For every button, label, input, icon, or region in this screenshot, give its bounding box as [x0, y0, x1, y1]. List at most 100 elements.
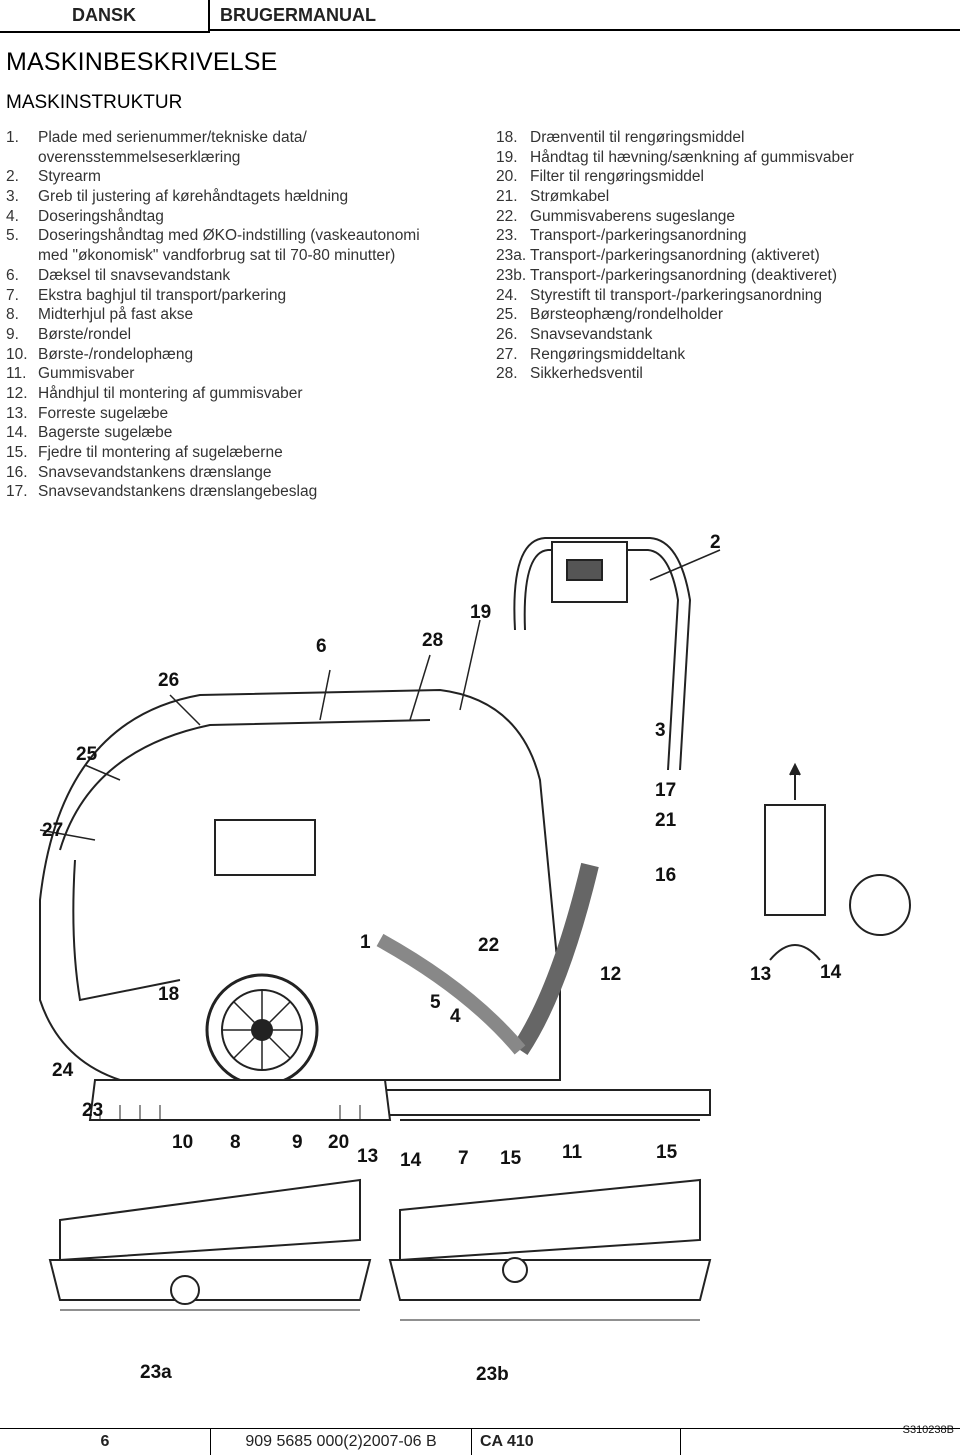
label-11: 11: [562, 1142, 583, 1163]
label-9: 9: [292, 1132, 303, 1153]
model-name: CA 410: [472, 1429, 681, 1455]
part-item: 15.Fjedre til montering af sugelæberne: [6, 443, 420, 463]
part-item: 1. Plade med serienummer/tekniske data/: [6, 128, 420, 148]
part-text: Håndhjul til montering af gummisvaber: [38, 384, 303, 402]
part-text: med "økonomisk" vandforbrug sat til 70-8…: [38, 247, 396, 265]
part-number: 22.: [496, 207, 518, 225]
part-item: 23. Transport-/parkeringsanordning: [496, 226, 854, 246]
part-item: 18.Drænventil til rengøringsmiddel: [496, 128, 854, 148]
section-title: MASKINSTRUKTUR: [6, 92, 183, 113]
part-item: 8. Midterhjul på fast akse: [6, 305, 420, 325]
part-number: 5.: [6, 227, 19, 245]
label-15-right: 15: [656, 1142, 678, 1163]
part-item: 22. Gummisvaberens sugeslange: [496, 207, 854, 227]
part-number: 23a.: [496, 247, 527, 265]
label-23: 23: [82, 1100, 104, 1121]
part-text: Transport-/parkeringsanordning: [530, 227, 747, 245]
part-text: overensstemmelseserklæring: [38, 148, 241, 166]
part-number: 8.: [6, 306, 19, 324]
label-14-detail: 14: [820, 962, 842, 983]
part-text: Styrestift til transport-/parkeringsanor…: [530, 286, 823, 304]
label-21: 21: [655, 810, 677, 831]
label-27: 27: [42, 820, 64, 841]
part-item: 23a.Transport-/parkeringsanordning (akti…: [496, 246, 854, 266]
part-text: Plade med serienummer/tekniske data/: [38, 129, 307, 146]
page-footer: 6 909 5685 000(2)2007-06 B CA 410: [0, 1428, 960, 1455]
part-number: 7.: [6, 286, 19, 304]
label-1: 1: [360, 932, 371, 953]
label-18: 18: [158, 984, 180, 1005]
part-item: med "økonomisk" vandforbrug sat til 70-8…: [6, 246, 420, 266]
part-item: 10.Børste-/rondelophæng: [6, 345, 420, 365]
part-number: 24.: [496, 286, 518, 304]
label-19: 19: [470, 602, 492, 623]
part-text: Forreste sugelæbe: [38, 404, 169, 422]
part-text: Transport-/parkeringsanordning (aktivere…: [530, 247, 820, 265]
part-item: 13. Forreste sugelæbe: [6, 404, 420, 424]
part-item: 14. Bagerste sugelæbe: [6, 423, 420, 443]
part-number: 25.: [496, 306, 518, 324]
part-item: 11.Gummisvaber: [6, 364, 420, 384]
part-number: 4.: [6, 207, 19, 225]
part-text: Rengøringsmiddeltank: [530, 345, 686, 363]
label-24: 24: [52, 1060, 74, 1081]
part-text: Styrearm: [38, 168, 101, 186]
part-item: 5.Doseringshåndtag med ØKO-indstilling (…: [6, 226, 420, 246]
label-26: 26: [158, 670, 180, 691]
part-item: 16.Snavsevandstankens drænslange: [6, 463, 420, 483]
page-title: MASKINBESKRIVELSE: [6, 48, 278, 76]
part-text: Fjedre til montering af sugelæberne: [38, 444, 283, 461]
part-item: 20.Filter til rengøringsmiddel: [496, 167, 854, 187]
label-28: 28: [422, 630, 444, 651]
label-10: 10: [172, 1132, 194, 1153]
part-text: Greb til justering af kørehåndtagets hæl…: [38, 188, 349, 206]
part-item: 21.Strømkabel: [496, 187, 854, 207]
part-number: 12.: [6, 384, 28, 402]
figure-code: S310238B: [902, 1424, 954, 1436]
label-4: 4: [450, 1006, 461, 1027]
part-text: Dæksel til snavsevandstank: [38, 266, 231, 284]
part-item: 17. Snavsevandstankens drænslangebeslag: [6, 482, 420, 502]
part-number: 23b.: [496, 266, 527, 284]
part-number: 2.: [6, 168, 19, 186]
part-number: 13.: [6, 404, 28, 422]
page-header: DANSK BRUGERMANUAL: [0, 0, 960, 34]
label-23b: 23b: [476, 1364, 509, 1385]
page-number: 6: [0, 1429, 211, 1455]
part-item: 24. Styrestift til transport-/parkeringsa…: [496, 286, 854, 306]
label-5: 5: [430, 992, 441, 1013]
part-text: Gummisvaberens sugeslange: [530, 207, 736, 225]
header-language: DANSK: [0, 0, 210, 33]
part-text: Ekstra baghjul til transport/parkering: [38, 286, 287, 304]
part-number: 28.: [496, 365, 518, 383]
part-text: Børsteophæng/rondelholder: [530, 306, 724, 324]
label-6: 6: [316, 636, 327, 657]
part-text: Midterhjul på fast akse: [38, 306, 194, 324]
label-2: 2: [710, 532, 721, 553]
part-text: Snavsevandstankens drænslangebeslag: [38, 483, 318, 501]
part-number: 17.: [6, 483, 28, 501]
part-item: 4.Doseringshåndtag: [6, 207, 420, 227]
label-17: 17: [655, 780, 677, 801]
part-text: Filter til rengøringsmiddel: [530, 168, 704, 186]
part-text: Transport-/parkeringsanordning (deaktive…: [530, 266, 837, 284]
part-number: 10.: [6, 345, 28, 363]
part-item: 2. Styrearm: [6, 167, 420, 187]
part-number: 27.: [496, 345, 518, 363]
part-item: 23b.Transport-/parkeringsanordning (deak…: [496, 266, 854, 286]
part-text: Bagerste sugelæbe: [38, 424, 173, 442]
part-number: 14.: [6, 424, 28, 442]
label-25: 25: [76, 744, 98, 765]
part-number: 23.: [496, 227, 518, 245]
part-text: Håndtag til hævning/sænkning af gummisva…: [530, 148, 854, 166]
label-14: 14: [400, 1150, 422, 1171]
part-item: 7. Ekstra baghjul til transport/parkering: [6, 286, 420, 306]
part-number: 3.: [6, 188, 19, 206]
part-item: 9.Børste/rondel: [6, 325, 420, 345]
part-text: Børste/rondel: [38, 325, 132, 343]
part-number: 1.: [6, 129, 19, 146]
label-13-detail: 13: [750, 964, 772, 985]
part-number: 19.: [496, 148, 518, 166]
part-item: 25. Børsteophæng/rondelholder: [496, 305, 854, 325]
